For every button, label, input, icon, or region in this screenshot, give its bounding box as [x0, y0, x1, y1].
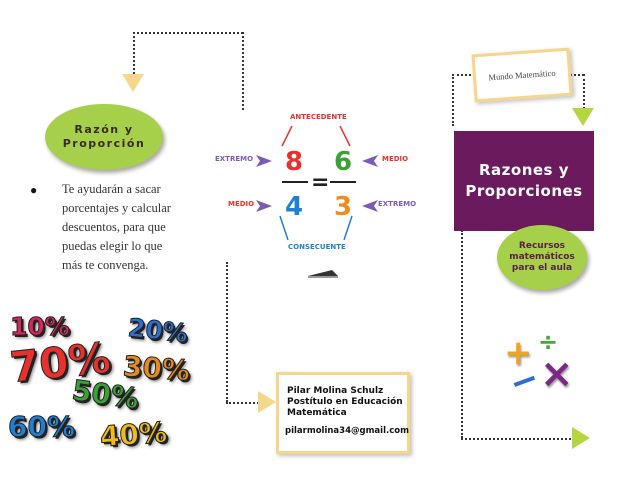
pct-10: 10% [10, 312, 71, 342]
mundo-label: Mundo Matemático [488, 67, 556, 83]
extremo-left-label: EXTREMO [215, 155, 254, 163]
antecedente-label: ANTECEDENTE [290, 113, 347, 121]
recursos-line3: para el aula [511, 263, 573, 273]
title-line1: Razones y [478, 161, 569, 179]
connector-line [242, 32, 244, 110]
bullet-line: Te ayudarán a sacar [62, 182, 161, 196]
denominator-right: 3 [334, 192, 353, 222]
pct-60: 60% [7, 410, 76, 444]
medio-right-label: MEDIO [382, 155, 409, 163]
consecuente-label: CONSECUENTE [288, 243, 346, 251]
arrow-down-icon [122, 74, 144, 92]
author-line3: Matemática [287, 408, 347, 418]
author-box: Pilar Molina Schulz Postítulo en Educaci… [276, 372, 410, 454]
arrow-right-icon [258, 391, 276, 413]
mundo-box: Mundo Matemático [471, 47, 573, 103]
razon-oval: Razón y Proporción [45, 104, 163, 170]
connector-line [133, 32, 243, 34]
author-name-block: Pilar Molina Schulz Postítulo en Educaci… [287, 386, 403, 419]
recursos-oval: Recursos matemáticos para el aula [497, 225, 587, 290]
bullet-line: puedas elegir lo que [62, 239, 163, 253]
bullet-line: porcentajes y calcular [62, 201, 171, 215]
bullet-line: descuentos, para que [62, 220, 166, 234]
author-line2: Postítulo en Educación [287, 397, 403, 407]
recursos-line2: matemáticos [509, 252, 575, 262]
arrow-down-icon [572, 108, 594, 126]
pct-40: 40% [98, 415, 169, 454]
times-icon: × [540, 351, 574, 397]
connector-line [461, 230, 463, 438]
title-line2: Proporciones [465, 182, 583, 200]
numerator-right: 6 [334, 147, 353, 177]
author-name: Pilar Molina Schulz [287, 386, 384, 396]
author-email: pilarmolina34@gmail.com [285, 426, 409, 436]
recursos-line1: Recursos [518, 241, 566, 251]
connector-line [133, 32, 135, 74]
ratio-diagram: ANTECEDENTE EXTREMO MEDIO MEDIO EXTREMO … [210, 108, 430, 278]
bullet-line: más te convenga. [62, 258, 149, 272]
connector-line [226, 262, 228, 402]
connector-line [452, 74, 454, 126]
fraction-bar [330, 181, 356, 183]
medio-left-label: MEDIO [228, 200, 255, 208]
small-ramp-icon [308, 270, 338, 278]
connector-line [583, 74, 585, 109]
equals-sign: = [311, 170, 330, 195]
razon-title-line1: Razón y [74, 123, 134, 136]
numerator-left: 8 [285, 147, 304, 177]
fraction-bar [282, 181, 308, 183]
denominator-left: 4 [285, 192, 304, 222]
pct-20: 20% [126, 312, 190, 349]
connector-line [461, 438, 571, 440]
math-symbols-icon: + ÷ − × [500, 328, 590, 405]
connector-line [570, 74, 584, 76]
bullet-icon: ● [30, 183, 38, 197]
bullet-paragraph: Te ayudarán a sacar porcentajes y calcul… [62, 180, 212, 275]
divide-icon: ÷ [538, 328, 559, 356]
arrow-right-icon [572, 427, 590, 449]
connector-line [452, 74, 475, 76]
plus-icon: + [504, 333, 533, 373]
razon-title-line2: Proporción [62, 137, 146, 150]
title-box: Razones y Proporciones [454, 131, 594, 231]
ratio-arrows [256, 125, 378, 241]
connector-line [226, 402, 270, 404]
minus-icon: − [504, 357, 545, 405]
extremo-right-label: EXTREMO [378, 200, 417, 208]
